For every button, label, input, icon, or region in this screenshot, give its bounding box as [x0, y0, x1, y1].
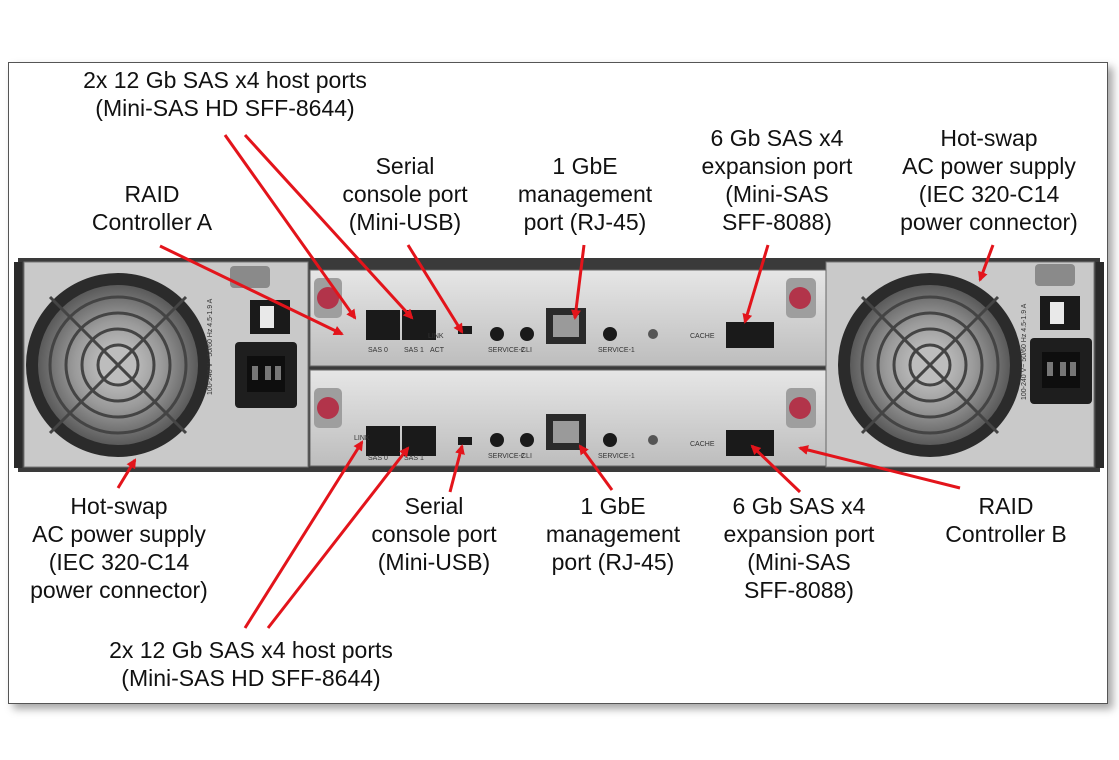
- arrow-psu-left: [116, 458, 137, 489]
- label-mgmt-bottom: 1 GbE management port (RJ-45): [545, 493, 681, 575]
- raid-controller-b: [309, 369, 827, 467]
- callout-arrows: [116, 133, 995, 629]
- psu-rating-right: 100-240 V~ 50/60 Hz 4.5-1.9 A: [1021, 303, 1028, 400]
- arrow-host-top-1: [223, 134, 357, 320]
- cli-silk: CLI: [521, 347, 532, 354]
- arrow-host-bottom-2: [266, 446, 410, 629]
- arrow-host-bottom-1: [243, 440, 364, 629]
- latch: [789, 287, 811, 309]
- label-raid-controller-b: RAID Controller B: [945, 493, 1067, 547]
- service-1-port: [603, 433, 617, 447]
- latch: [789, 397, 811, 419]
- arrow-raid-b: [798, 445, 961, 490]
- label-host-ports-top: 2x 12 Gb SAS x4 host ports (Mini-SAS HD …: [83, 67, 367, 121]
- sas-expansion-port: [726, 322, 774, 348]
- chassis-left-ear: [14, 262, 22, 468]
- cli-port: [520, 327, 534, 341]
- chassis-right-ear: [1096, 262, 1104, 468]
- sas1-silk: SAS 1: [404, 455, 424, 462]
- arrow-psu-right: [978, 244, 995, 282]
- sas0-silk: SAS 0: [368, 455, 388, 462]
- psu-left: [23, 261, 309, 468]
- psu-right: [825, 261, 1095, 468]
- cache-silk: CACHE: [690, 441, 715, 448]
- service-2-port: [490, 433, 504, 447]
- sas0-silk: SAS 0: [368, 347, 388, 354]
- link-silk: LINK: [428, 333, 444, 340]
- arrow-serial-top: [406, 244, 464, 334]
- label-psu-left: Hot-swap AC power supply (IEC 320-C14 po…: [30, 493, 208, 603]
- label-mgmt-top: 1 GbE management port (RJ-45): [517, 153, 653, 235]
- latch: [317, 397, 339, 419]
- arrow-exp-top: [742, 244, 770, 324]
- link-silk: LINK: [354, 435, 370, 442]
- sas1-silk: SAS 1: [404, 347, 424, 354]
- label-expansion-bottom: 6 Gb SAS x4 expansion port (Mini-SAS SFF…: [723, 493, 875, 603]
- latch: [317, 287, 339, 309]
- arrow-mgmt-top: [571, 244, 586, 320]
- service2-silk: SERVICE-2: [488, 347, 525, 354]
- arrow-serial-bottom: [448, 444, 465, 493]
- service1-silk: SERVICE-1: [598, 347, 635, 354]
- service2-silk: SERVICE-2: [488, 453, 525, 460]
- act-silk: ACT: [430, 347, 445, 354]
- cache-silk: CACHE: [690, 333, 715, 340]
- mini-usb-port: [458, 326, 472, 334]
- service-2-port: [490, 327, 504, 341]
- raid-controller-a: [309, 269, 827, 367]
- arrow-raid-a: [159, 244, 344, 336]
- service-1-port: [603, 327, 617, 341]
- arrow-exp-bottom: [750, 444, 802, 494]
- service1-silk: SERVICE-1: [598, 453, 635, 460]
- label-serial-console-bottom: Serial console port (Mini-USB): [371, 493, 497, 575]
- psu-rating-left: 100-240 V~ 50/60 Hz 4.5-1.9 A: [207, 298, 214, 395]
- cli-silk: CLI: [521, 453, 532, 460]
- cli-port: [520, 433, 534, 447]
- sas-host-port-0: [366, 426, 400, 456]
- label-expansion-top: 6 Gb SAS x4 expansion port (Mini-SAS SFF…: [701, 125, 853, 235]
- label-raid-controller-a: RAID Controller A: [91, 181, 213, 235]
- arrow-host-top-2: [243, 133, 414, 320]
- label-psu-right: Hot-swap AC power supply (IEC 320-C14 po…: [900, 125, 1078, 235]
- label-host-ports-bottom: 2x 12 Gb SAS x4 host ports (Mini-SAS HD …: [109, 637, 393, 691]
- arrow-mgmt-bottom: [578, 444, 614, 491]
- mini-usb-port: [458, 437, 472, 445]
- label-serial-console-top: Serial console port (Mini-USB): [342, 153, 468, 235]
- sas-host-port-0: [366, 310, 400, 340]
- sas-expansion-port: [726, 430, 774, 456]
